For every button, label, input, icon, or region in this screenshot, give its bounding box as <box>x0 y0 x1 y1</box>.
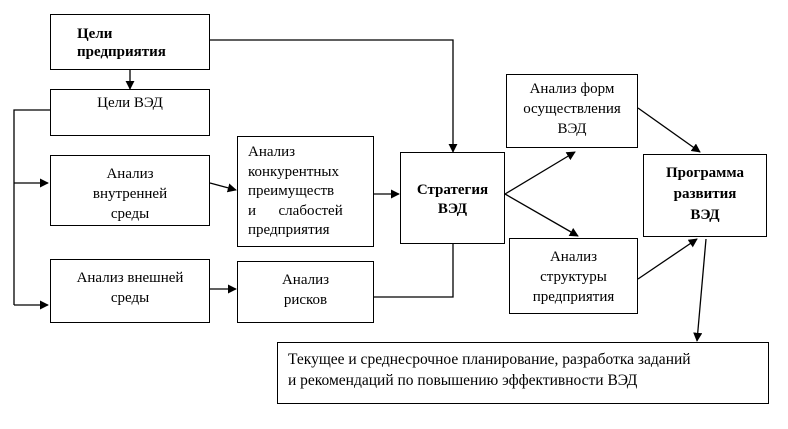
arrow-internal-to-competitive <box>209 182 237 193</box>
node-competitive-analysis-line-4: и слабостей <box>248 202 343 219</box>
node-development-program: Программа развития ВЭД <box>643 154 767 237</box>
arrow-program-to-planning <box>693 238 707 342</box>
node-fea-goals: Цели ВЭД <box>50 89 210 136</box>
node-enterprise-goals-line-1: Цели <box>77 26 113 42</box>
node-structure-analysis-line-1: Анализ <box>549 249 598 265</box>
node-forms-analysis-line-2: осуществления <box>523 101 621 117</box>
node-internal-analysis-line-2: внутренней <box>92 186 168 202</box>
node-structure-analysis: Анализ структуры предприятия <box>509 238 638 314</box>
node-forms-analysis-line-3: ВЭД <box>557 121 587 137</box>
node-risk-analysis-line-2: рисков <box>283 292 328 308</box>
node-fea-strategy-line-2: ВЭД <box>437 201 468 217</box>
arrow-forms-to-program <box>637 107 701 153</box>
node-risk-analysis-line-1: Анализ <box>281 272 330 288</box>
node-development-program-line-3: ВЭД <box>690 207 720 223</box>
node-external-analysis-line-2: среды <box>110 290 150 306</box>
arrow-strategy-to-forms <box>504 151 576 195</box>
node-fea-strategy: Стратегия ВЭД <box>400 152 505 244</box>
node-internal-analysis: Анализ внутренней среды <box>50 155 210 226</box>
node-enterprise-goals: Цели предприятия <box>50 14 210 70</box>
node-forms-analysis-line-1: Анализ форм <box>529 81 615 97</box>
node-internal-analysis-line-3: среды <box>110 206 150 222</box>
arrow-strategy-to-structure <box>504 193 579 237</box>
node-structure-analysis-line-3: предприятия <box>532 289 615 305</box>
node-external-analysis-line-1: Анализ внешней <box>76 270 184 286</box>
arrow-structure-to-program <box>637 238 698 280</box>
arrow-risks-to-strategy <box>374 232 458 298</box>
node-planning-line-1: Текущее и среднесрочное планирование, ра… <box>288 351 691 368</box>
node-competitive-analysis: Анализ конкурентных преимуществ и слабос… <box>237 136 374 247</box>
arrow-goals-to-strategy <box>210 39 458 153</box>
node-structure-analysis-line-2: структуры <box>540 269 607 285</box>
node-planning-line-2: и рекомендаций по повышению эффективност… <box>288 372 638 389</box>
node-fea-strategy-line-1: Стратегия <box>416 182 489 198</box>
node-enterprise-goals-line-2: предприятия <box>77 44 166 60</box>
node-internal-analysis-line-1: Анализ <box>106 166 154 182</box>
node-development-program-line-1: Программа <box>666 165 744 181</box>
node-external-analysis: Анализ внешней среды <box>50 259 210 323</box>
node-forms-analysis: Анализ форм осуществления ВЭД <box>506 74 638 148</box>
node-development-program-line-2: развития <box>673 186 737 202</box>
node-competitive-analysis-line-2: конкурентных <box>248 163 339 180</box>
node-risk-analysis: Анализ рисков <box>237 261 374 323</box>
node-competitive-analysis-line-3: преимуществ <box>248 183 335 199</box>
node-competitive-analysis-line-5: предприятия <box>248 222 330 238</box>
left-bus-line <box>13 109 50 305</box>
node-competitive-analysis-line-1: Анализ <box>248 144 296 160</box>
node-fea-goals-label: Цели ВЭД <box>97 95 163 111</box>
node-planning: Текущее и среднесрочное планирование, ра… <box>277 342 769 404</box>
